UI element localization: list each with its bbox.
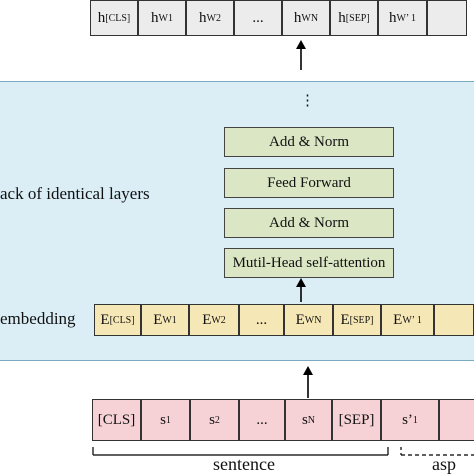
add-norm-layer-top: Add & Norm [224, 127, 394, 157]
input-cell: [SEP] [332, 399, 381, 441]
output-subscript: W1 [158, 12, 173, 24]
multi-head-attention-layer: Mutil-Head self-attention [224, 248, 394, 278]
input-cell: s’1 [381, 399, 439, 441]
output-cell: h[SEP] [330, 0, 378, 36]
embedding-cell: E[SEP] [333, 304, 381, 336]
output-token: h [388, 9, 397, 26]
output-token: h [199, 9, 207, 26]
input-token: [SEP] [338, 411, 375, 428]
input-token: s’ [402, 411, 413, 428]
input-token: s [209, 411, 215, 428]
input-token: s [160, 411, 166, 428]
embedding-cell: ... [239, 304, 284, 336]
sentence-bracket [92, 447, 389, 456]
output-subscript: WN [301, 12, 319, 24]
embedding-token: E [153, 311, 163, 328]
up-arrow-output [296, 40, 306, 70]
input-subscript: 1 [412, 414, 418, 426]
embedding-subscript: [CLS] [109, 314, 135, 326]
embedding-cell [434, 304, 474, 336]
input-cell [439, 399, 474, 441]
embedding-subscript: W’ 1 [402, 314, 422, 326]
output-subscript: [CLS] [105, 12, 131, 24]
output-cell [427, 0, 467, 36]
embedding-cell: E[CLS] [94, 304, 141, 336]
output-token: h [338, 9, 346, 26]
embedding-token: E [100, 311, 110, 328]
input-cell: [CLS] [92, 399, 141, 441]
output-token: h [151, 9, 159, 26]
up-arrow-embedding [296, 278, 306, 302]
embedding-subscript: W2 [211, 314, 226, 326]
output-subscript: W’ 1 [396, 12, 417, 24]
stack-label: ack of identical layers [0, 184, 150, 203]
embedding-subscript: [SEP] [349, 314, 374, 326]
feed-forward-layer: Feed Forward [224, 168, 394, 198]
embedding-token: E [393, 311, 403, 328]
aspect-bracket [400, 447, 474, 456]
output-token: h [97, 9, 106, 26]
sentence-label: sentence [213, 454, 275, 474]
embedding-token: E [202, 311, 212, 328]
output-subscript: W2 [206, 12, 221, 24]
input-subscript: 2 [214, 414, 220, 426]
input-cell: ... [239, 399, 285, 441]
input-token: [CLS] [97, 411, 136, 428]
input-subscript: 1 [165, 414, 171, 426]
output-token: h [293, 9, 302, 26]
output-subscript: [SEP] [345, 12, 370, 24]
embedding-subscript: W1 [162, 314, 177, 326]
input-token: s [301, 411, 308, 428]
ellipsis-vertical: ⋮ [300, 93, 315, 109]
embedding-token: E [295, 311, 305, 328]
output-cell: ... [234, 0, 282, 36]
add-norm-layer-bottom: Add & Norm [224, 208, 394, 238]
output-cell: h[CLS] [90, 0, 138, 36]
input-subscript: N [307, 414, 316, 426]
output-token: ... [252, 9, 264, 26]
input-token: ... [256, 411, 268, 428]
up-arrow-input [303, 366, 313, 398]
embedding-label: embedding [0, 309, 76, 328]
embedding-token: ... [255, 311, 268, 328]
embedding-token: E [340, 311, 350, 328]
aspect-label: asp [432, 454, 456, 474]
embedding-subscript: WN [304, 314, 322, 326]
